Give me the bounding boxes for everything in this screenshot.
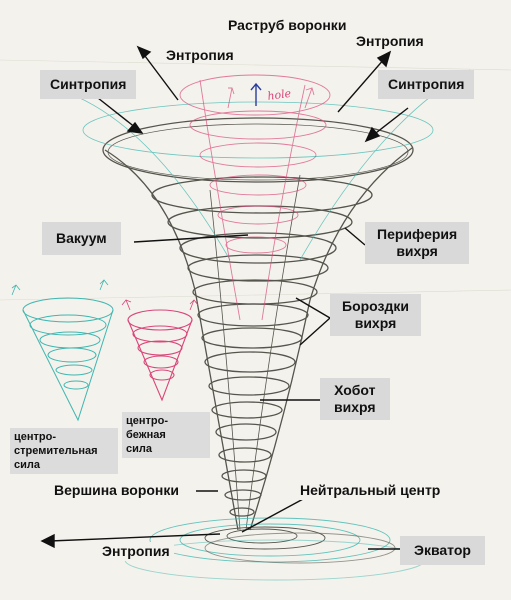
entropy-right-top-label: Энтропия [356, 33, 424, 49]
arrow-head-icon [40, 533, 55, 549]
up-arrow-icon [250, 82, 262, 106]
grooves-label-line1: Бороздки [342, 298, 409, 314]
funnel-apex-label: Вершина воронки [50, 481, 184, 500]
periphery-label: Периферия вихря [365, 222, 470, 264]
entropy-bottom-label: Энтропия [98, 542, 174, 561]
syntropy-left-arrow [97, 97, 137, 129]
arrow-head-icon [364, 126, 381, 143]
trunk-label-line2: вихря [334, 399, 376, 415]
centrifugal-label-line3: сила [126, 443, 152, 455]
arrow-head-icon [376, 50, 392, 68]
arrow-head-icon [126, 121, 144, 134]
grooves-pointer-1 [295, 297, 331, 319]
vacuum-pointer [133, 234, 249, 243]
vacuum-label: Вакуум [42, 222, 121, 255]
annotation-arrows [40, 45, 409, 550]
pink-inner-swirl [179, 74, 331, 321]
entropy-left-arrow [141, 51, 179, 101]
centrifugal-label: центро- бежная сила [122, 412, 210, 458]
entropy-left-top-label: Энтропия [166, 47, 234, 63]
entropy-bottom-arrow [49, 533, 221, 542]
periphery-label-line1: Периферия [377, 226, 458, 242]
centrifugal-label-line1: центро- [126, 415, 169, 427]
centrifugal-cone [121, 299, 199, 402]
centripetal-cone [11, 279, 114, 422]
handwritten-note: hole [267, 87, 293, 103]
trunk-label: Хобот вихря [320, 378, 390, 420]
grooves-pointer-2 [299, 317, 331, 346]
centripetal-label-line2: стремительная [14, 445, 98, 457]
syntropy-left-label: Синтропия [40, 70, 137, 99]
arrow-head-icon [136, 45, 152, 60]
centripetal-label-line1: центро- [14, 431, 57, 443]
centrifugal-label-line2: бежная [126, 429, 166, 441]
trunk-label-line1: Хобот [334, 382, 376, 398]
equator-label: Экватор [400, 536, 485, 565]
funnel-mouth-label: Раструб воронки [228, 17, 347, 33]
main-funnel [102, 117, 414, 531]
neutral-center-label: Нейтральный центр [296, 481, 445, 500]
neutral-center-pointer [241, 497, 306, 533]
syntropy-right-label: Синтропия [378, 70, 475, 99]
centripetal-label: центро- стремительная сила [10, 428, 118, 474]
syntropy-right-arrow [371, 107, 409, 137]
grooves-label-line2: вихря [354, 315, 397, 331]
centripetal-label-line3: сила [14, 459, 40, 471]
grooves-label: Бороздки вихря [330, 294, 421, 336]
paper-lines [0, 59, 511, 301]
periphery-pointer [344, 227, 366, 246]
entropy-right-arrow [337, 57, 386, 113]
periphery-label-line2: вихря [396, 243, 438, 259]
